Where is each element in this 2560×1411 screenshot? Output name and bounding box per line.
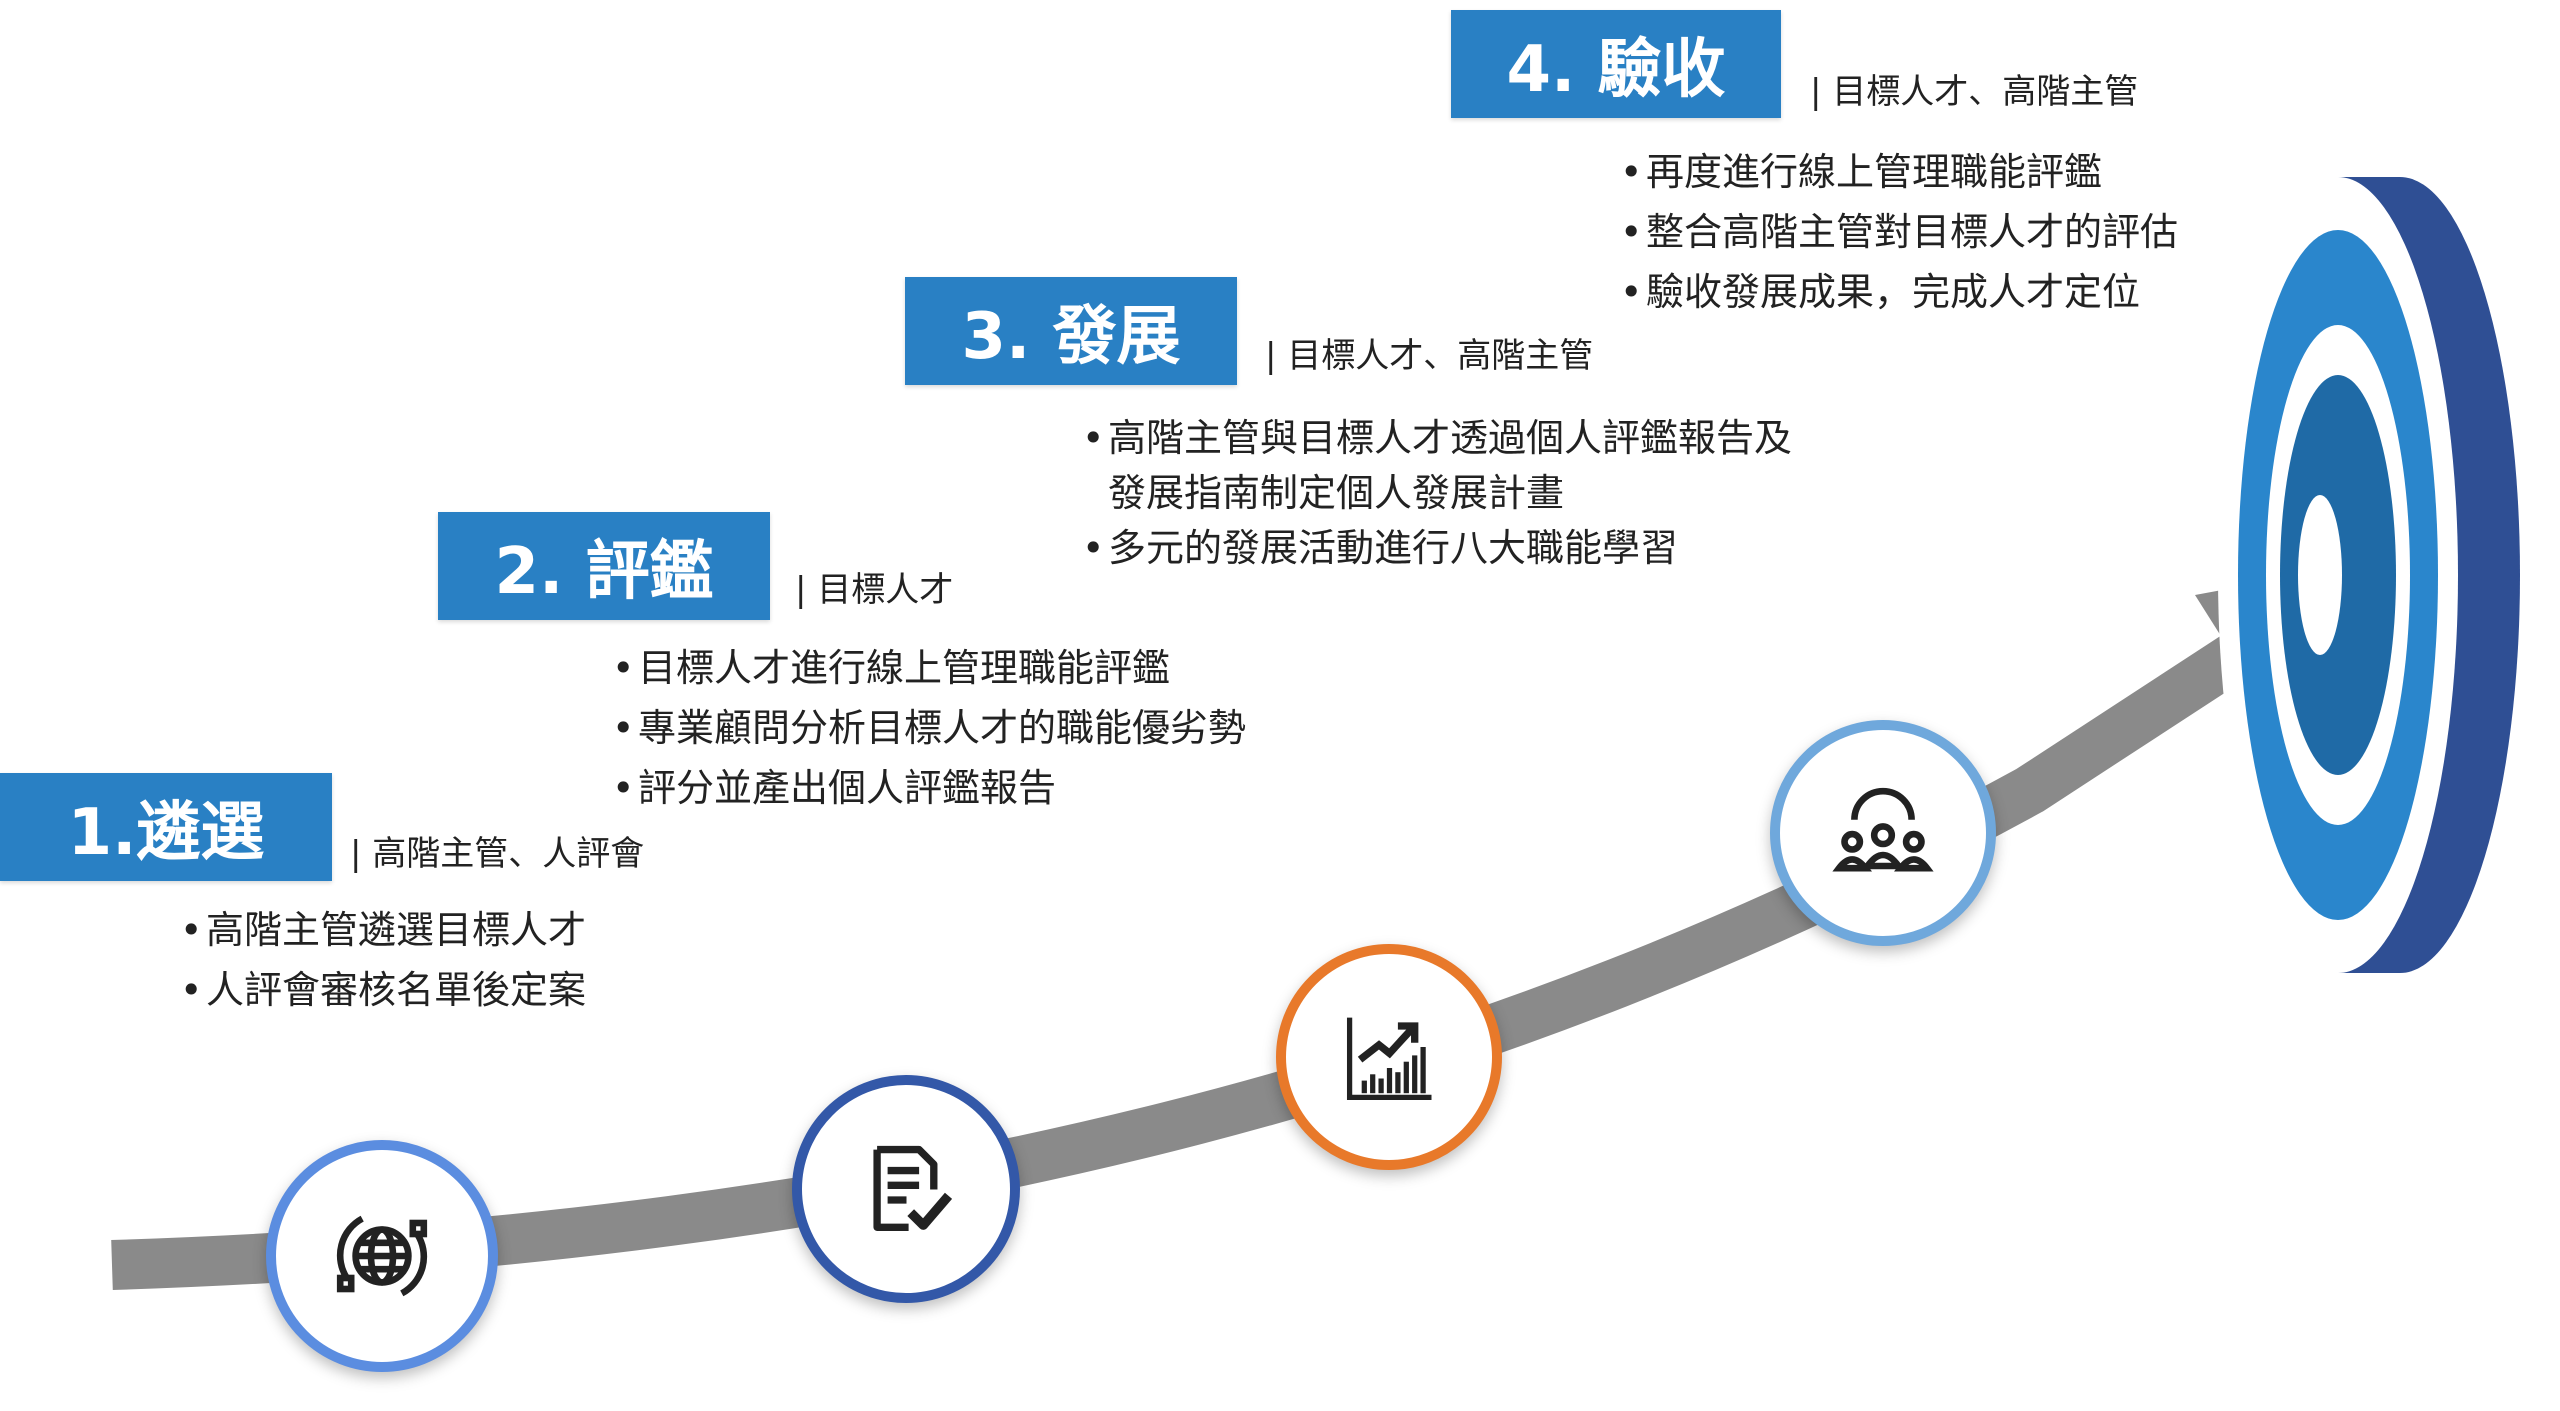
stage-2-bullet-list: •目標人才進行線上管理職能評鑑 •專業顧問分析目標人才的職能優劣勢 •評分並產出…: [612, 638, 1246, 818]
list-item: •專業顧問分析目標人才的職能優劣勢: [612, 706, 1247, 750]
list-item: •多元的發展活動進行八大職能學習: [1082, 526, 1679, 570]
stage-2-title: 2. 評鑑: [494, 535, 714, 609]
team-group-icon: [1832, 787, 1934, 872]
list-item: 發展指南制定個人發展計畫: [1108, 471, 1565, 515]
stage-3-audience: | 目標人才、高階主管: [1265, 336, 1594, 376]
list-item: •人評會審核名單後定案: [180, 968, 587, 1012]
target-icon: [2218, 177, 2520, 973]
stage-1-title-box: 1.遴選: [0, 773, 332, 881]
list-item: •評分並產出個人評鑑報告: [612, 766, 1057, 810]
stage-2-audience: | 目標人才: [795, 570, 954, 610]
stage-2-title-box: 2. 評鑑: [438, 512, 770, 620]
growth-chart-icon: [1346, 1017, 1431, 1100]
stage-1-icon-circle: [266, 1140, 498, 1372]
stage-4-audience: | 目標人才、高階主管: [1810, 72, 2139, 112]
stage-1-bullet-list: •高階主管遴選目標人才 •人評會審核名單後定案: [180, 900, 586, 1020]
stage-4-icon-circle: [1770, 720, 1996, 946]
stage-2-icon-circle: [792, 1075, 1020, 1303]
stage-1-audience: | 高階主管、人評會: [350, 834, 645, 874]
stage-3-icon-circle: [1276, 944, 1502, 1170]
list-item: •高階主管遴選目標人才: [180, 908, 587, 952]
stage-4-title: 4. 驗收: [1506, 33, 1726, 107]
stage-1-title: 1.遴選: [67, 796, 265, 870]
stage-3-title-box: 3. 發展: [905, 277, 1237, 385]
globe-icon: [336, 1215, 428, 1297]
list-item: •整合高階主管對目標人才的評估: [1620, 210, 2179, 254]
list-item: •高階主管與目標人才透過個人評鑑報告及: [1082, 416, 1793, 460]
list-item: •再度進行線上管理職能評鑑: [1620, 150, 2103, 194]
checklist-document-icon: [872, 1145, 952, 1231]
list-item: •驗收發展成果，完成人才定位: [1620, 270, 2141, 314]
stage-3-bullet-list: •高階主管與目標人才透過個人評鑑報告及 發展指南制定個人發展計畫 •多元的發展活…: [1082, 408, 1792, 578]
list-item: •目標人才進行線上管理職能評鑑: [612, 646, 1171, 690]
stage-3-title: 3. 發展: [961, 300, 1181, 374]
stage-4-title-box: 4. 驗收: [1451, 10, 1781, 118]
stage-4-bullet-list: •再度進行線上管理職能評鑑 •整合高階主管對目標人才的評估 •驗收發展成果，完成…: [1620, 142, 2178, 322]
